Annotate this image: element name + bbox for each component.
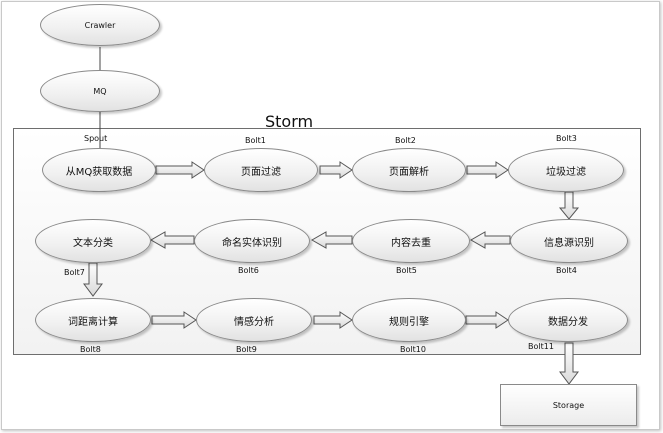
arrow-fetch-to-page-filter: [155, 161, 205, 179]
arrow-rule-engine-to-distribute: [465, 311, 509, 329]
node-data-distribution: 数据分发: [508, 298, 628, 342]
arrow-distribute-to-storage: [559, 342, 579, 385]
node-page-parse: 页面解析: [352, 148, 466, 192]
label-bolt5: Bolt5: [396, 266, 417, 275]
label-bolt2: Bolt2: [395, 136, 416, 145]
arrow-ner-to-text-class: [149, 231, 195, 249]
label-bolt3: Bolt3: [556, 134, 577, 143]
arrow-word-freq-to-sentiment: [151, 311, 197, 329]
node-text-classification: 文本分类: [35, 219, 151, 263]
node-content-dedup: 内容去重: [352, 219, 470, 263]
node-page-filter: 页面过滤: [204, 148, 318, 192]
arrow-text-class-to-word-freq: [83, 262, 103, 297]
label-bolt9: Bolt9: [236, 345, 257, 354]
node-source-identification: 信息源识别: [510, 219, 628, 263]
storm-title: Storm: [265, 112, 314, 131]
node-crawler: Crawler: [40, 4, 160, 46]
node-spam-filter: 垃圾过滤: [508, 148, 624, 192]
label-spout: Spout: [84, 134, 108, 143]
arrow-spam-filter-to-source-id: [558, 191, 580, 220]
arrow-page-parse-to-spam-filter: [466, 161, 509, 179]
node-named-entity-recognition: 命名实体识别: [194, 219, 310, 263]
arrow-page-filter-to-page-parse: [319, 161, 353, 179]
label-bolt1: Bolt1: [245, 136, 266, 145]
node-mq: MQ: [40, 70, 160, 112]
node-word-distance: 词距离计算: [35, 298, 151, 342]
arrow-dedup-to-ner: [310, 231, 353, 249]
label-bolt7: Bolt7: [64, 268, 85, 277]
node-rule-engine: 规则引擎: [352, 298, 466, 342]
label-bolt8: Bolt8: [80, 345, 101, 354]
label-bolt4: Bolt4: [556, 266, 577, 275]
label-bolt6: Bolt6: [238, 266, 259, 275]
label-bolt11: Bolt11: [528, 342, 554, 351]
node-sentiment-analysis: 情感分析: [196, 298, 312, 342]
label-bolt10: Bolt10: [400, 345, 426, 354]
arrow-source-id-to-dedup: [469, 231, 511, 249]
node-fetch-from-mq: 从MQ获取数据: [42, 148, 156, 192]
node-storage: Storage: [500, 384, 637, 426]
arrow-sentiment-to-rule-engine: [313, 311, 353, 329]
